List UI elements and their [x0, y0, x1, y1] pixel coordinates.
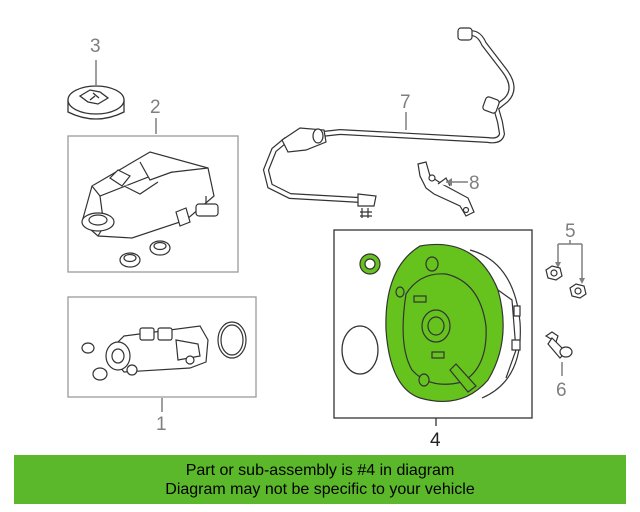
callout-7: 7	[400, 92, 411, 113]
callout-5: 5	[565, 221, 576, 242]
part-1-group-box	[67, 296, 257, 398]
callout-3: 3	[90, 36, 101, 57]
parts-diagram: 3 2 1 7	[67, 27, 587, 450]
part-5-nuts[interactable]	[545, 265, 587, 299]
info-banner: Part or sub-assembly is #4 in diagram Di…	[14, 455, 626, 504]
part-4-gasket	[341, 325, 379, 375]
part-4-brake-booster[interactable]	[385, 243, 521, 402]
arrow-icon	[579, 278, 585, 284]
part-4-group-box	[333, 229, 533, 419]
banner-line-1: Part or sub-assembly is #4 in diagram	[185, 461, 455, 479]
callout-6: 6	[556, 380, 567, 401]
part-5-bracket-lines	[557, 240, 583, 278]
part-4-seal[interactable]	[359, 253, 381, 275]
part-2-reservoir[interactable]	[81, 151, 219, 239]
part-2-group-box	[67, 135, 239, 273]
callout-8: 8	[469, 173, 480, 194]
callout-4: 4	[430, 430, 441, 450]
part-1-master-cylinder[interactable]	[81, 321, 247, 381]
part-6-bolt[interactable]	[544, 331, 573, 359]
callout-2: 2	[150, 97, 161, 118]
part-2-grommets[interactable]	[119, 240, 171, 268]
banner-line-2: Diagram may not be specific to your vehi…	[165, 480, 475, 498]
part-7-vacuum-hose[interactable]	[262, 27, 515, 218]
arrow-icon	[446, 178, 452, 186]
callout-1: 1	[156, 414, 167, 435]
arrow-icon	[555, 262, 561, 268]
part-8-bracket[interactable]	[417, 161, 475, 217]
part-3-reservoir-cap[interactable]	[67, 60, 125, 120]
